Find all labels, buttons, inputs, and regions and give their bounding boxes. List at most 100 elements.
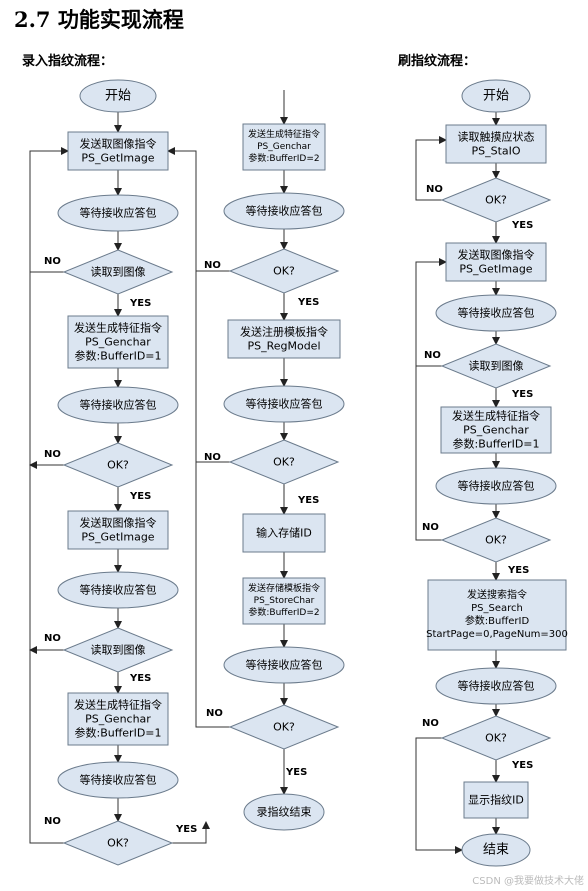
c2-ok-2-text: OK? [273,456,295,469]
watermark: CSDN @我要做技术大佬 [472,876,584,887]
c1-genchar-2-box [67,692,169,746]
c1-getimage-1-text: 发送取图像指令 [80,137,157,151]
c3-wait-3-shape [435,667,557,705]
c1-ok-2: OK? [62,820,174,866]
c2-ok-1-shape [228,248,340,294]
c1-getimage-1-box [67,131,169,171]
c2-genchar-3-text: PS_Genchar [257,142,311,152]
c2-end-text: 录指纹结束 [257,805,312,819]
c3-wait-1-text: 等待接收应答包 [458,306,535,320]
c1-yes-2: YES [129,491,151,502]
c3-read-state-box [445,124,547,164]
c3-read-state-text: 读取触摸应状态 [458,130,535,144]
page-title: 2.7 功能实现流程 [14,7,184,32]
c1-yes-1: YES [129,298,151,309]
flow-arrow [167,147,230,728]
c1-ok-1-text: OK? [107,459,129,472]
c3-yes-4: YES [511,760,533,771]
c1-genchar-1-text: PS_Genchar [85,336,151,349]
c1-read-image-2-text: 读取到图像 [91,643,146,657]
c3-yes-1: YES [511,220,533,231]
c2-wait-1-shape [223,192,345,230]
c1-genchar-2-text: 参数:BufferID=1 [74,726,161,740]
c3-genchar-text: PS_Genchar [463,424,529,437]
c3-read-state-text: PS_StaIO [471,145,520,158]
c1-no-4: NO [44,816,61,827]
c1-genchar-1-text: 发送生成特征指令 [74,321,162,335]
c3-wait-1-shape [435,294,557,332]
c2-wait-1: 等待接收应答包 [223,192,345,230]
c1-ok-1-shape [62,442,174,488]
c1-wait-1-text: 等待接收应答包 [80,206,157,220]
c1-start-text: 开始 [105,89,131,104]
c1-genchar-2-text: 发送生成特征指令 [74,698,162,712]
c3-search-text: PS_Search [471,603,523,614]
c1-read-image-2: 读取到图像 [62,627,174,673]
c3-wait-3-text: 等待接收应答包 [458,679,535,693]
c3-end: 结束 [461,833,531,867]
c1-getimage-2-text: 发送取图像指令 [80,516,157,530]
c2-ok-2: OK? [228,439,340,485]
c2-ok-1-text: OK? [273,265,295,278]
c1-ok-1: OK? [62,442,174,488]
c1-genchar-2-text: PS_Genchar [85,713,151,726]
c2-wait-2: 等待接收应答包 [223,385,345,423]
c1-getimage-2-box [67,510,169,550]
c3-ok-2-shape [440,517,552,563]
c1-no-1: NO [44,256,61,267]
c3-ok-3-text: OK? [485,732,507,745]
c3-genchar-text: 发送生成特征指令 [452,409,540,423]
c1-wait-3-text: 等待接收应答包 [80,583,157,597]
c2-regmodel-box [227,319,341,359]
c3-genchar-text: 参数:BufferID=1 [452,437,539,451]
c3-show-id: 显示指纹ID [463,781,529,819]
c3-ok-2-text: OK? [485,534,507,547]
c3-read-image-shape [440,343,552,389]
c1-read-image-1-text: 读取到图像 [91,265,146,279]
c3-wait-1: 等待接收应答包 [435,294,557,332]
c2-wait-3-text: 等待接收应答包 [246,658,323,672]
c2-ok-1: OK? [228,248,340,294]
c2-ok-3-text: OK? [273,721,295,734]
c1-read-image-2-shape [62,627,174,673]
c2-storechar-text: 发送存储模板指令 [248,582,320,594]
c3-no-1: NO [426,184,443,195]
c1-wait-4: 等待接收应答包 [57,761,179,799]
c1-wait-2: 等待接收应答包 [57,386,179,424]
c1-ok-2-text: OK? [107,837,129,850]
c2-input-id-text: 输入存储ID [256,526,312,540]
c3-start-text: 开始 [483,89,509,104]
c1-read-image-1-shape [62,249,174,295]
c2-end-shape [243,793,325,831]
flow-arrow [415,737,463,854]
c3-read-image: 读取到图像 [440,343,552,389]
c1-wait-3-shape [57,571,179,609]
c3-search-text: 发送搜索指令 [467,588,527,601]
c2-input-id: 输入存储ID [242,513,326,553]
c2-wait-3: 等待接收应答包 [223,646,345,684]
c3-yes-3: YES [507,565,529,576]
c1-genchar-1-text: 参数:BufferID=1 [74,349,161,363]
c2-wait-2-text: 等待接收应答包 [246,397,323,411]
c3-show-id-box [463,781,529,819]
c2-genchar-3-box [242,123,326,171]
c3-wait-3: 等待接收应答包 [435,667,557,705]
c3-getimage-text: 发送取图像指令 [458,248,535,262]
c2-wait-3-shape [223,646,345,684]
c1-wait-4-text: 等待接收应答包 [80,773,157,787]
c3-wait-2-shape [435,467,557,505]
flow-arrow [29,147,69,844]
flow-arrow [415,258,447,367]
c2-ok-3: OK? [228,704,340,750]
flow-arrow [415,136,447,201]
c3-end-shape [461,833,531,867]
c3-search-text: StartPage=0,PageNum=300 [426,629,568,640]
c1-wait-2-text: 等待接收应答包 [80,398,157,412]
